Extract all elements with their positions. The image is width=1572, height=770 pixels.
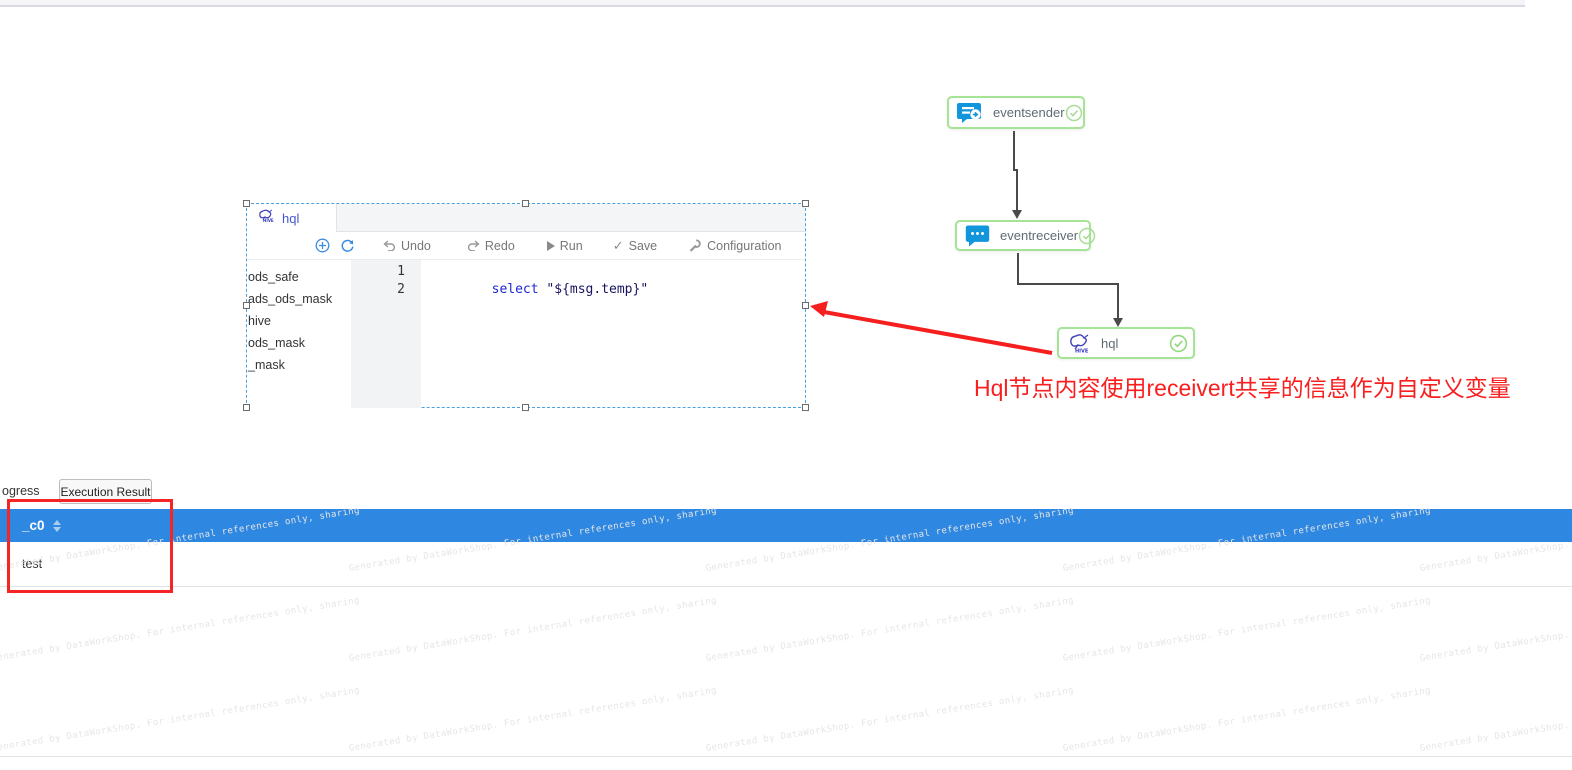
result-table-header-row: _c0: [0, 509, 1572, 542]
code-editor[interactable]: select "${msg.temp}": [421, 260, 805, 408]
success-check-icon: [1078, 227, 1096, 245]
editor-content: ods_safe ads_ods_mask hive ods_mask _mas…: [247, 260, 805, 408]
editor-toolbar: Undo Redo Run ✓ Save: [247, 232, 805, 260]
success-check-icon: [1065, 104, 1083, 122]
redo-label: Redo: [484, 238, 515, 253]
configuration-label: Configuration: [707, 238, 782, 253]
hive-icon: HIVE: [257, 208, 274, 228]
selection-handle-s[interactable]: [522, 404, 529, 411]
list-item[interactable]: hive: [248, 314, 271, 328]
selection-handle-w[interactable]: [243, 301, 250, 309]
node-label: eventreceiver: [1000, 228, 1079, 243]
node-label: hql: [1101, 335, 1119, 351]
connector-arrowhead: [1113, 318, 1123, 327]
object-list: ods_safe ads_ods_mask hive ods_mask _mas…: [247, 260, 351, 408]
redo-icon: [467, 240, 480, 251]
red-annotation-text: Hql节点内容使用receivert共享的信息作为自定义变量: [974, 375, 1511, 401]
hql-editor-panel[interactable]: HIVE hql: [243, 200, 809, 411]
sort-asc-icon: [52, 519, 61, 525]
line-number-gutter: 1 2: [351, 260, 421, 408]
flow-node-eventsender[interactable]: eventsender: [947, 96, 1085, 129]
redo-button[interactable]: Redo: [467, 239, 515, 253]
code-keyword: select: [491, 282, 539, 297]
connector-receiver-hql: [1017, 253, 1119, 318]
tab-hql[interactable]: HIVE hql: [247, 204, 337, 232]
save-label: Save: [628, 238, 658, 253]
configuration-button[interactable]: Configuration: [689, 239, 781, 253]
flow-node-hql[interactable]: HIVE hql: [1057, 327, 1195, 359]
red-highlight-box: [7, 499, 173, 593]
run-button[interactable]: Run: [546, 238, 583, 253]
list-item[interactable]: ods_safe: [248, 270, 299, 284]
run-label: Run: [559, 238, 583, 253]
line-number: 1: [397, 264, 405, 279]
success-check-icon: [1169, 334, 1188, 353]
cell-value: test: [22, 557, 43, 571]
selection-handle-sw[interactable]: [243, 404, 250, 411]
sort-icon[interactable]: [52, 519, 61, 532]
save-button[interactable]: ✓ Save: [613, 238, 657, 254]
add-circle-icon[interactable]: [315, 238, 330, 253]
editor-tab-bar: HIVE hql: [247, 204, 805, 232]
code-string: "${msg.temp}": [538, 282, 649, 297]
list-item[interactable]: ods_mask: [248, 336, 305, 350]
browser-top-strip: [0, 0, 1525, 7]
undo-label: Undo: [401, 238, 431, 253]
refresh-icon[interactable]: [340, 238, 355, 253]
svg-text:HIVE: HIVE: [263, 218, 274, 223]
red-annotation-arrow-line: [823, 310, 1053, 355]
wrench-icon: [689, 239, 701, 252]
event-sender-icon: [957, 101, 983, 125]
connector-sender-receiver: [1013, 131, 1018, 210]
column-header-c0[interactable]: _c0: [22, 518, 45, 533]
selection-handle-se[interactable]: [802, 404, 809, 411]
node-label: eventsender: [993, 105, 1065, 120]
tab-progress[interactable]: ogress: [2, 484, 40, 498]
selection-handle-nw[interactable]: [243, 200, 250, 207]
flow-node-eventreceiver[interactable]: eventreceiver: [955, 220, 1096, 251]
connector-arrowhead: [1012, 210, 1022, 219]
result-table-row: test: [0, 542, 1572, 587]
selection-handle-e[interactable]: [802, 301, 809, 309]
save-check-icon: ✓: [612, 237, 624, 253]
list-item[interactable]: _mask: [248, 358, 285, 372]
run-icon: [546, 240, 555, 251]
sort-desc-icon: [52, 526, 61, 532]
editor-tab-label: hql: [282, 210, 300, 226]
selection-handle-n[interactable]: [522, 200, 529, 207]
list-item[interactable]: ads_ods_mask: [248, 292, 333, 306]
line-number: 2: [397, 282, 405, 297]
svg-text:HIVE: HIVE: [1075, 349, 1089, 355]
hive-icon: HIVE: [1067, 332, 1091, 354]
undo-icon: [383, 240, 396, 251]
result-table-empty-row: [0, 587, 1572, 757]
red-annotation-arrowhead: [810, 301, 828, 317]
undo-button[interactable]: Undo: [383, 239, 431, 253]
event-receiver-icon: [965, 224, 990, 247]
selection-handle-ne[interactable]: [802, 200, 809, 207]
